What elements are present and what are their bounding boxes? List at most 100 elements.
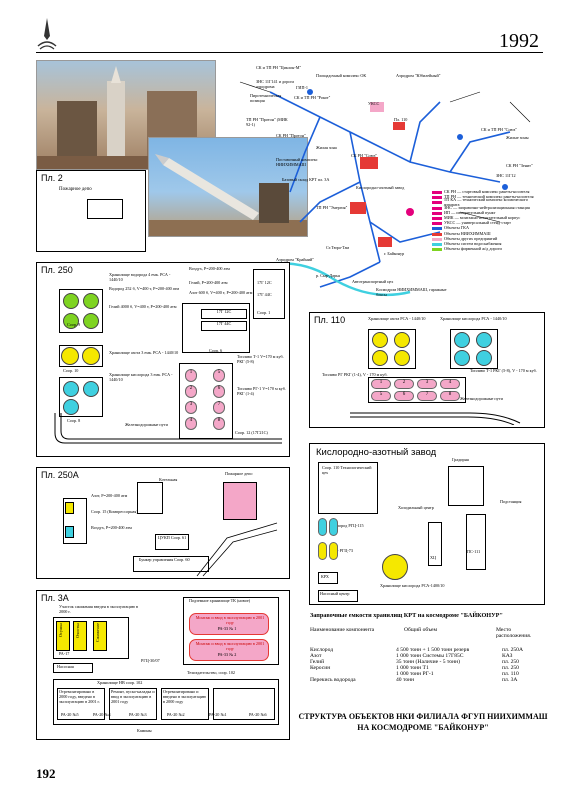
map-label: СК и ТП РН "Циклон-М" — [256, 65, 302, 70]
fuel-tank: 4 — [440, 379, 460, 389]
fuel-tank: 8 — [440, 391, 460, 401]
pl3a-tank-2-line2: РА-33 № 2 — [217, 652, 237, 657]
pl3a-col-3-label: Сжижение — [95, 623, 100, 642]
plant-panel: Кислородно-азотный завод Соор. 110 Техно… — [309, 443, 545, 605]
o2-tank — [476, 350, 492, 366]
fuel-tank: 5 — [371, 391, 391, 401]
crt-header: Наименование компонента — [310, 627, 375, 633]
pl3a-cell — [213, 688, 275, 720]
pl3a-tank-2 — [189, 639, 269, 661]
pl3a-underground-label: Подземное хранилище ТК (новое) — [189, 598, 251, 603]
fuel-tank: 6 — [394, 391, 414, 401]
h2-tank — [63, 293, 79, 309]
pl250-soor8: Соор. 8 — [67, 418, 81, 423]
legend-item: УКСС — универсальный стенд-старт — [432, 220, 542, 226]
fuel-tank: 6 — [213, 385, 225, 398]
pl250-soor10: Соор. 10 — [63, 368, 79, 373]
rocket-photo — [148, 137, 308, 237]
pl250-block: 17Г 12С — [257, 280, 272, 285]
pl250a-boiler-label: Котельная — [159, 477, 178, 482]
n2-tank — [394, 350, 410, 366]
pl250-block-right — [253, 269, 285, 319]
legend-item: Объекты фирменной ж/д дороги — [432, 246, 542, 252]
pl250a-title: Пл. 250А — [41, 470, 79, 480]
pl3a-pa-label: РА-20 №4 — [93, 712, 111, 717]
year: 1992 — [499, 30, 539, 52]
pl110-t1-label: Топливо Т-1 РКГ (5-8), V - 170 м куб. — [470, 368, 537, 373]
pl250a-bunker-label: Бункер управления Соор. 60 — [139, 557, 190, 562]
plant-krh-label: КРХ — [321, 574, 329, 579]
o2-tank — [454, 332, 470, 348]
map-label: СК РН "Зенит" — [506, 163, 533, 168]
plant-pump — [318, 590, 358, 602]
footer-title-line1: СТРУКТУРА ОБЪЕКТОВ НКИ ФИЛИАЛА ФГУП НИИХ… — [298, 712, 548, 721]
pl250-outer-block — [182, 303, 250, 353]
plant-ps — [466, 514, 486, 570]
pl250-n2-600: Азот 600 б, V=400 т, Р=200-400 атм — [189, 290, 253, 295]
map-label: г. Байконур — [384, 251, 405, 256]
crt-header: Место расположения. — [496, 627, 532, 639]
crt-table-header: Наименование компонента Общий объем Мест… — [310, 627, 546, 639]
map-label: СК РН "Протон" — [276, 133, 306, 138]
map-label: Поставочный комплекс НИИХИММАШ — [276, 157, 318, 167]
pl3a-pump — [53, 663, 93, 673]
pl250-block: 17Г 44С — [201, 321, 247, 331]
pl110-title: Пл. 110 — [314, 315, 346, 325]
plant-xc-label: ХЦ — [430, 555, 437, 560]
pl250-panel: Пл. 250 Хранилище водорода 4 емк. РСА - … — [36, 262, 290, 457]
pl3a-pump-label: Насосная — [57, 664, 74, 669]
pl3a-pa17: РА-17 — [59, 651, 70, 656]
logo — [36, 18, 58, 50]
pl3a-pa-label: РА-20 №3 — [129, 712, 147, 717]
legend-item: МИК — монтажно-испытательный корпус — [432, 215, 542, 221]
fuel-tank: 4 — [185, 417, 197, 430]
plant-soor110 — [318, 462, 378, 514]
pl3a-pa-label: РА-20 №6 — [249, 712, 267, 717]
pl110-rail — [350, 412, 521, 425]
pl250-t1: Топливо Т-1 V=170 м куб. РКГ (5-8) — [237, 354, 284, 364]
h2-tank — [63, 313, 79, 329]
map-label: Космодром НИИХИММАШ, гаражные боксы — [376, 287, 447, 297]
crt-table-title: Заправочные емкости хранилищ КРТ на косм… — [310, 612, 503, 619]
map-label-list: СК и ТП РН "Циклон-М" Площадочный компле… — [246, 65, 546, 296]
map-label: Жилая зона — [316, 145, 337, 150]
pl2-depot-label: Пожарное депо — [59, 187, 92, 192]
fuel-tank: 7 — [417, 391, 437, 401]
legend-item: ИП — измерительный пункт — [432, 210, 542, 216]
plant-substation-label: Подстанция — [500, 499, 522, 504]
pl110-panel: Пл. 110 Хранилище азота РСА - 1440/10 Хр… — [309, 312, 545, 428]
crt-table: Заправочные емкости хранилищ КРТ на косм… — [310, 612, 546, 683]
pl250a-fire — [223, 482, 257, 520]
pl250a-fire-label: Пожарное депо — [225, 471, 253, 476]
pl250a-n2-label: Азот, Р=200-400 атм — [91, 493, 128, 498]
plant-title: Кислородно-азотный завод — [316, 447, 437, 458]
fuel-tank: 7 — [213, 401, 225, 414]
pl3a-pa-label: РА-20 №2 — [167, 712, 185, 717]
map-label: ГИП-1 — [296, 85, 308, 90]
map-label: СК и ТП РН "Союз" — [481, 127, 518, 132]
map-label: Аэродром "Юбилейный" — [396, 73, 441, 78]
map-label: СК и ТП РН "Рокот" — [294, 95, 331, 100]
pl3a-cell-text: Отремонтировано и введено в эксплуатацию… — [163, 689, 207, 704]
plant-oxygen-label: Кислород РГЦ-115 — [330, 523, 364, 528]
pl250-h2-2526: Водород 252 б, V=400 т, Р=200-400 атм — [109, 286, 180, 291]
map-label: Автотранспортный цех — [352, 279, 394, 284]
plant-o2-sphere — [382, 554, 408, 580]
pl250a-soor15: Соор. 15 (Компрессорная) — [91, 509, 138, 514]
o2-tank — [83, 381, 99, 397]
pl250-title: Пл. 250 — [41, 265, 73, 275]
n2-tank — [372, 332, 388, 348]
legend-item: ТП РН — технический комплекс ракеты-носи… — [432, 195, 542, 200]
legend-item: Объекты НИИХИММАШ — [432, 231, 542, 237]
pl250-soor1: Соор. 1 — [257, 310, 271, 315]
footer-title-line2: НА КОСМОДРОМЕ "БАЙКОНУР" — [357, 722, 489, 732]
crt-header: Общий объем — [404, 627, 437, 633]
pl250-rail — [54, 413, 282, 444]
map-label: Площадочный комплекс ОК — [316, 73, 367, 78]
pl250-rg1: Топливо РГ-1 V=170 м куб. РКГ (1-4) — [237, 386, 286, 396]
pl250a-n2-cell — [65, 502, 74, 514]
